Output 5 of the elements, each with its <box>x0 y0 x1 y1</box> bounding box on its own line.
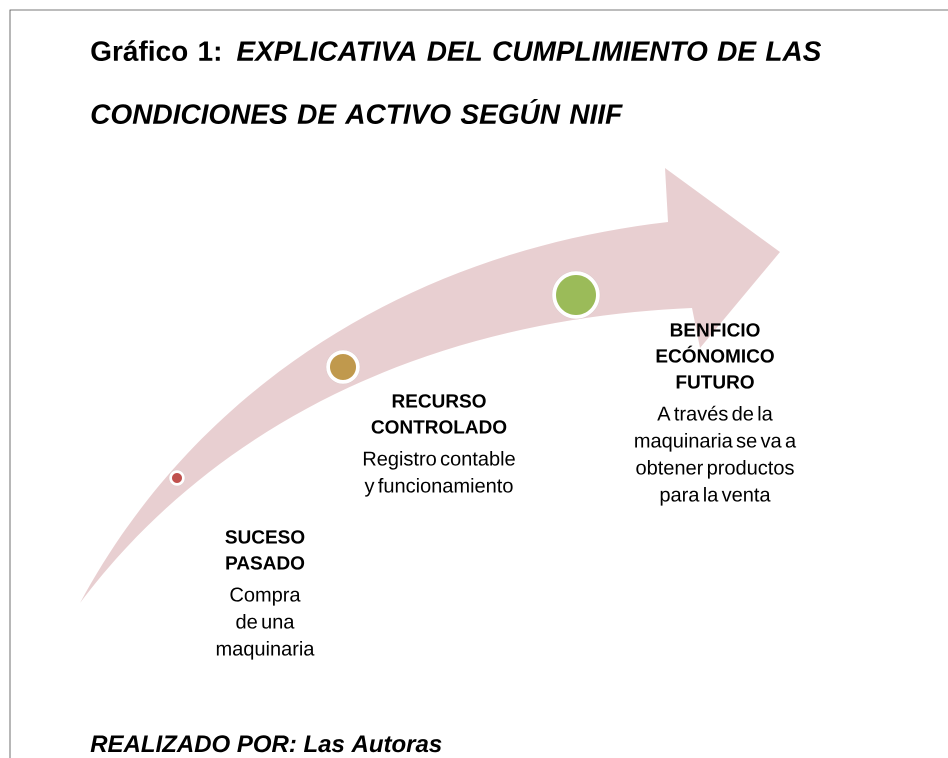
stage-text: RECURSO CONTROLADO Registro contable y funcionamiento <box>364 394 515 497</box>
caption: REALIZADO POR: Las Autoras <box>90 735 442 752</box>
stage-text: BENFICIO ECÓNOMICO FUTURO A través de la maquinaria se va a obtener productos para la venta <box>635 323 796 506</box>
stage-text: SUCESO PASADO Compra de una maquinaria <box>216 530 314 660</box>
title: Gráfico 1: EXPLICATIVA DEL CUMPLIMIENTO DE LAS CONDICIONES DE ACTIVO SEGÚN NIIF <box>91 40 822 124</box>
